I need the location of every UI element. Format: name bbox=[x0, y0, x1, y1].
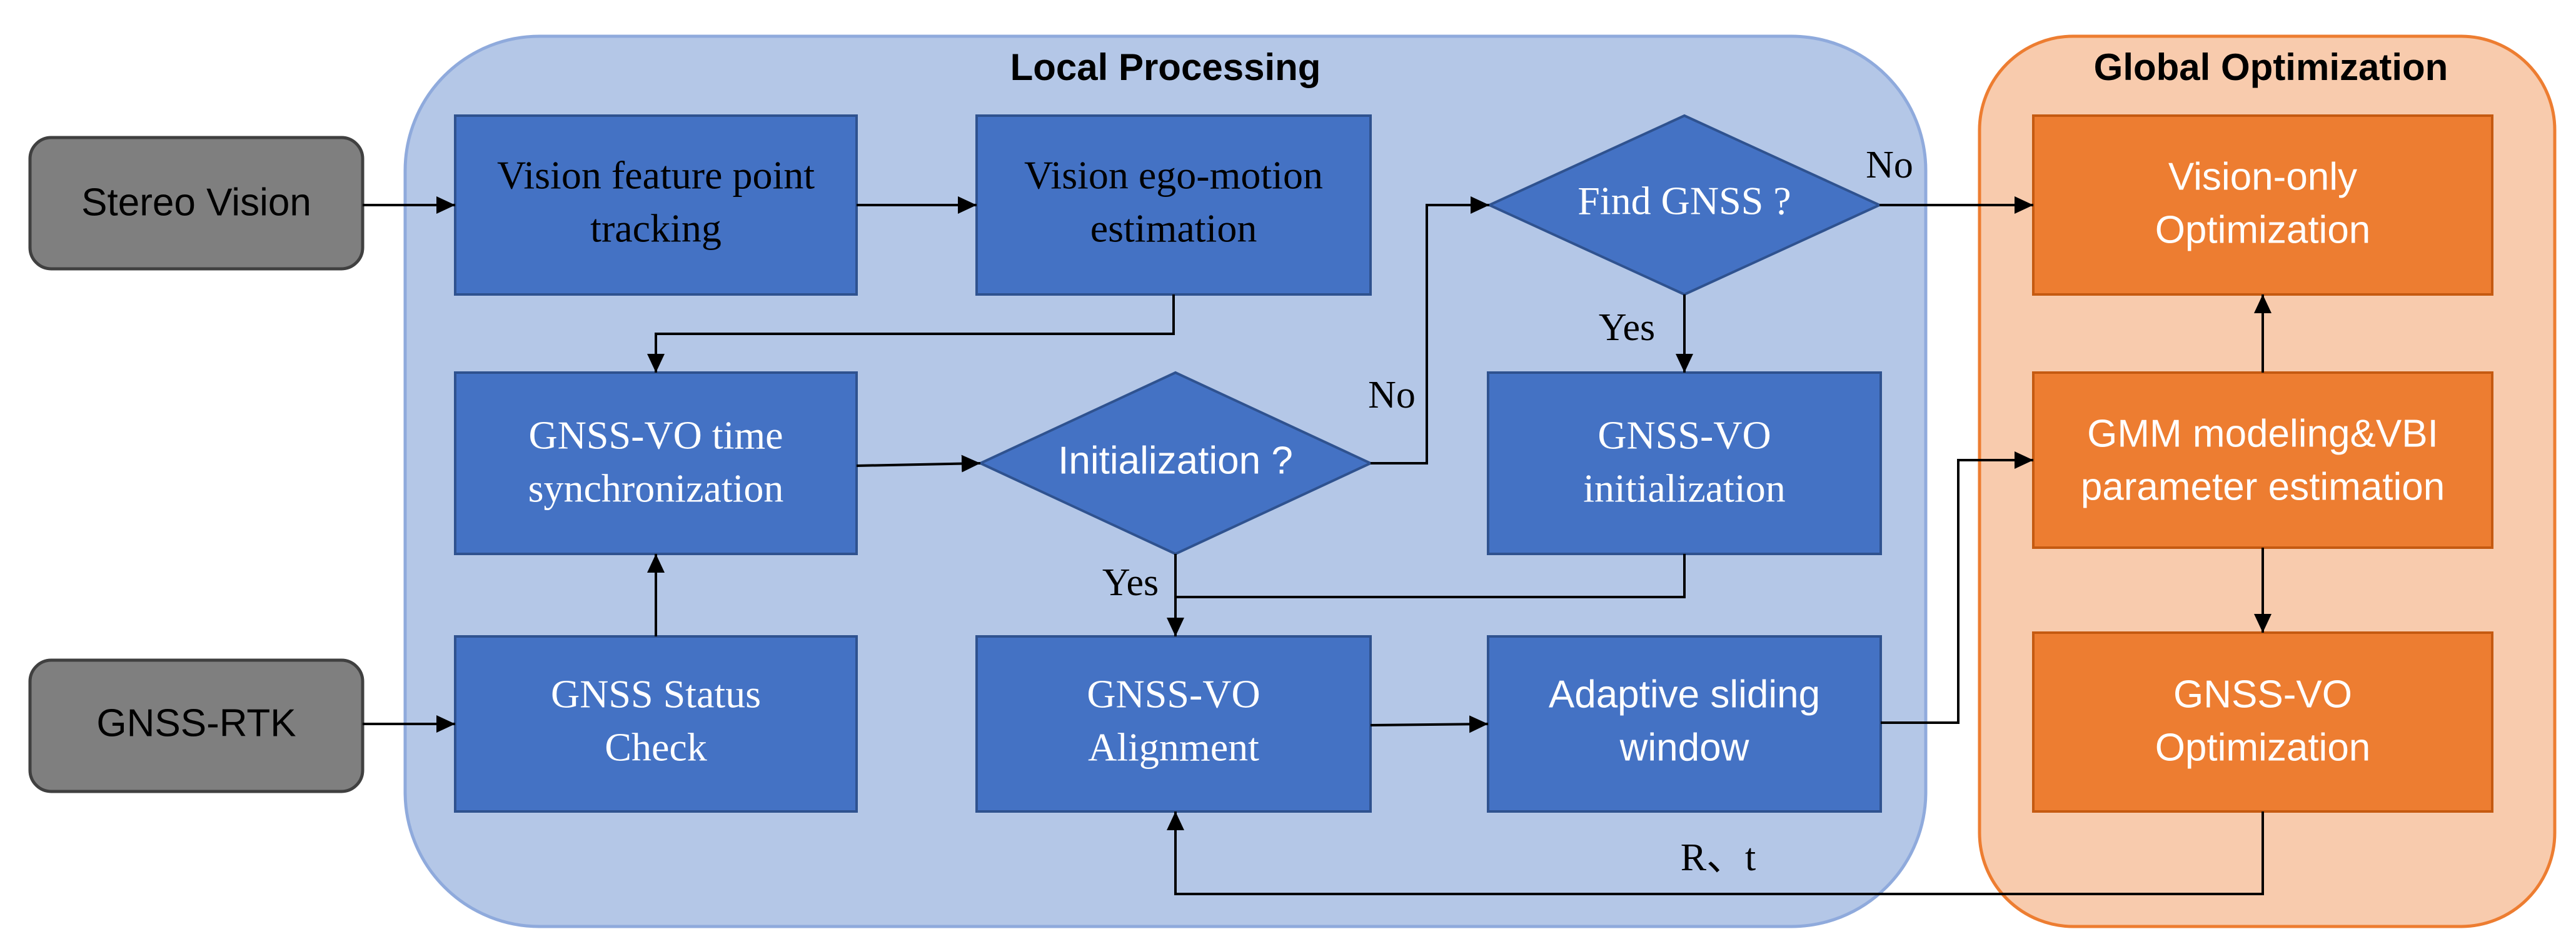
vision-only-label-1: Vision-only bbox=[2168, 155, 2357, 198]
edge-alignment-to-slidingwindow bbox=[1370, 715, 1489, 733]
time-sync-label-2: synchronization bbox=[528, 466, 784, 511]
vo-initialization-label-2: initialization bbox=[1583, 466, 1785, 511]
stereo-vision-label: Stereo Vision bbox=[81, 181, 311, 224]
edge-initialization-no-to-findgnss bbox=[1371, 196, 1489, 464]
global-optimization-title: Global Optimization bbox=[2094, 46, 2448, 88]
status-check-node: GNSS Status Check bbox=[454, 635, 858, 813]
gmm-vbi-label-2: parameter estimation bbox=[2081, 465, 2445, 508]
edge-egomotion-to-timesync bbox=[647, 294, 1175, 373]
edge-label-findgnss-yes: Yes bbox=[1599, 306, 1655, 349]
edge-timesync-to-initialization bbox=[856, 454, 981, 473]
alignment-label-2: Alignment bbox=[1088, 725, 1259, 770]
gnss-vo-optimization-node: GNSS-VO Optimization bbox=[2032, 631, 2493, 813]
ego-motion-label-1: Vision ego-motion bbox=[1024, 153, 1323, 198]
feature-tracking-label-1: Vision feature point bbox=[497, 153, 815, 198]
stereo-vision-node: Stereo Vision bbox=[28, 136, 365, 271]
time-sync-label-1: GNSS-VO time bbox=[528, 413, 783, 458]
gnss-rtk-node: GNSS-RTK bbox=[28, 658, 365, 793]
alignment-label-1: GNSS-VO bbox=[1087, 672, 1260, 716]
feature-tracking-label-2: tracking bbox=[590, 206, 722, 251]
alignment-node: GNSS-VO Alignment bbox=[975, 635, 1372, 813]
time-sync-node: GNSS-VO time synchronization bbox=[454, 371, 858, 555]
sliding-window-label-2: window bbox=[1619, 726, 1749, 769]
initialization-decision-label: Initialization ? bbox=[1058, 439, 1293, 482]
sliding-window-label-1: Adaptive sliding bbox=[1549, 673, 1820, 716]
initialization-decision: Initialization ? bbox=[977, 371, 1374, 556]
local-processing-title: Local Processing bbox=[1010, 46, 1321, 88]
vision-only-optimization-node: Vision-only Optimization bbox=[2032, 114, 2493, 296]
feature-tracking-node: Vision feature point tracking bbox=[454, 114, 858, 296]
ego-motion-node: Vision ego-motion estimation bbox=[975, 114, 1372, 296]
edge-slidingwindow-to-gmm bbox=[1881, 451, 2033, 724]
gnss-vo-optimization-label-2: Optimization bbox=[2155, 726, 2371, 769]
ego-motion-label-2: estimation bbox=[1090, 206, 1257, 251]
vo-initialization-label-1: GNSS-VO bbox=[1597, 413, 1771, 458]
status-check-label-1: GNSS Status bbox=[551, 672, 761, 716]
edge-voinit-to-alignment bbox=[1175, 554, 1686, 598]
find-gnss-decision-label: Find GNSS ? bbox=[1577, 179, 1791, 223]
edge-label-initialization-no: No bbox=[1368, 374, 1416, 416]
vision-only-label-2: Optimization bbox=[2155, 208, 2371, 251]
gmm-vbi-node: GMM modeling&VBI parameter estimation bbox=[2032, 371, 2493, 549]
gnss-vo-optimization-label-1: GNSS-VO bbox=[2173, 673, 2352, 716]
edge-label-feedback: R、t bbox=[1681, 836, 1756, 879]
gmm-vbi-label-1: GMM modeling&VBI bbox=[2087, 412, 2438, 455]
edge-label-initialization-yes: Yes bbox=[1102, 561, 1159, 604]
gnss-rtk-label: GNSS-RTK bbox=[96, 701, 296, 745]
vo-initialization-node: GNSS-VO initialization bbox=[1487, 371, 1882, 555]
sliding-window-node: Adaptive sliding window bbox=[1487, 635, 1882, 813]
status-check-label-2: Check bbox=[605, 725, 707, 770]
find-gnss-decision: Find GNSS ? bbox=[1486, 114, 1883, 296]
edge-label-findgnss-no: No bbox=[1866, 144, 1913, 186]
edge-feedback-to-alignment bbox=[1167, 811, 2264, 895]
